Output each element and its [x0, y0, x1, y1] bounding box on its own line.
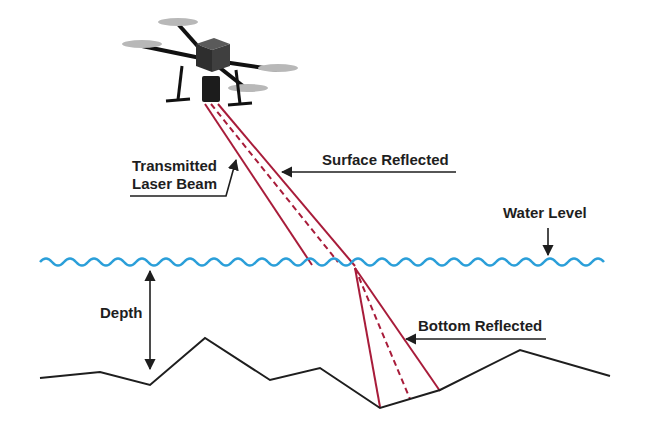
lidar-sensor — [202, 76, 220, 102]
transmitted-beam-line — [205, 104, 312, 265]
bottom-beam-line — [355, 268, 380, 407]
beam-center-line — [355, 268, 410, 399]
water-surface — [40, 259, 604, 266]
laser-beams — [205, 104, 355, 266]
propeller — [158, 18, 198, 26]
propeller — [122, 40, 162, 48]
underwater-beams — [355, 268, 440, 407]
drone-body-front — [212, 44, 230, 72]
sea-bottom — [40, 338, 610, 408]
landing-leg — [236, 70, 240, 104]
landing-foot — [228, 103, 252, 105]
landing-leg — [178, 66, 182, 100]
leader-arrow — [547, 228, 549, 255]
landing-foot — [166, 99, 190, 101]
callout-label: Bottom Reflected — [418, 317, 542, 335]
callout-label: Depth — [100, 304, 143, 322]
callout-label: Water Level — [503, 204, 587, 222]
propeller — [228, 84, 268, 92]
propeller — [258, 64, 298, 72]
callout-label: Surface Reflected — [322, 151, 449, 169]
drone-body-side — [196, 44, 212, 72]
leader-arrow — [282, 171, 456, 173]
drone — [122, 18, 298, 105]
callout-label: Transmitted Laser Beam — [132, 157, 228, 193]
leader-arrow — [406, 338, 546, 340]
depth-arrow — [149, 271, 151, 369]
surface-reflected-line — [218, 104, 355, 266]
